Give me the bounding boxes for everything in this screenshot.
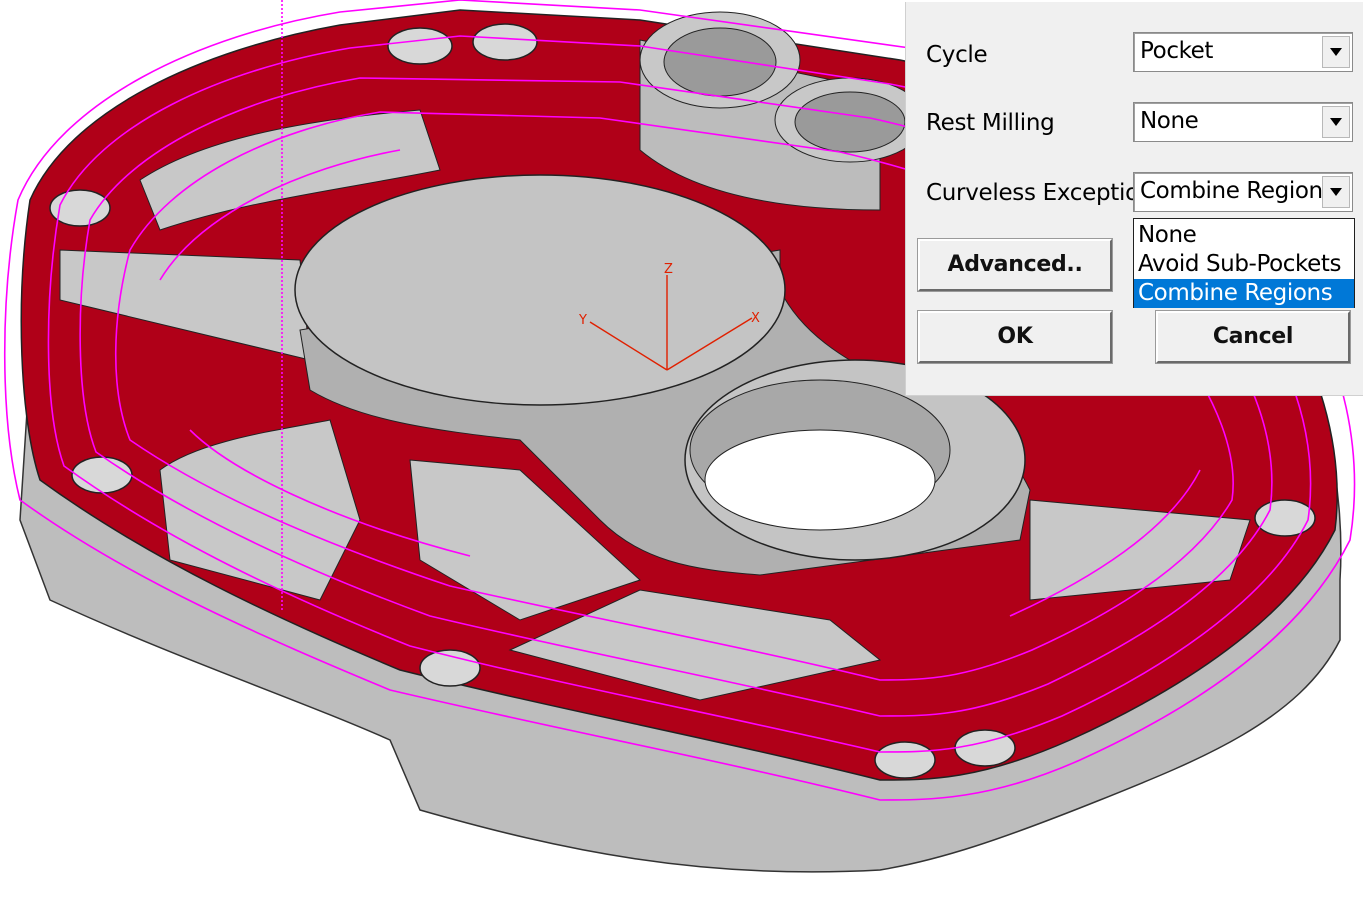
chevron-down-icon[interactable] [1322, 36, 1350, 68]
cycle-value: Pocket [1140, 38, 1214, 64]
dropdown-option-none[interactable]: None [1138, 222, 1197, 248]
rest-milling-label: Rest Milling [926, 110, 1055, 136]
curveless-exception-value: Combine Regions [1140, 178, 1335, 204]
advanced-button[interactable]: Advanced.. [917, 238, 1113, 292]
pocket-cycle-dialog: Cycle Pocket Rest Milling None Curveless… [905, 2, 1363, 396]
cycle-label: Cycle [926, 42, 988, 68]
chevron-down-icon[interactable] [1322, 176, 1350, 208]
cycle-select[interactable]: Pocket [1133, 32, 1353, 72]
axis-y-label: Y [578, 313, 587, 328]
part-pad-6 [1029, 499, 1251, 601]
rest-milling-select[interactable]: None [1133, 102, 1353, 142]
curveless-exception-label: Curveless Exception [926, 180, 1154, 206]
dropdown-option-avoid-sub-pockets[interactable]: Avoid Sub-Pockets [1138, 251, 1342, 277]
cancel-button[interactable]: Cancel [1155, 310, 1351, 364]
axis-triad [589, 275, 753, 371]
axis-z-label: Z [664, 262, 673, 277]
ok-button[interactable]: OK [917, 310, 1113, 364]
part-pad-5 [508, 589, 882, 701]
axis-x-label: X [751, 311, 760, 326]
curveless-exception-dropdown: None Avoid Sub-Pockets Combine Regions [1133, 218, 1355, 308]
dropdown-option-combine-regions[interactable]: Combine Regions [1134, 279, 1354, 308]
part-bore [704, 429, 936, 531]
curveless-exception-select[interactable]: Combine Regions [1133, 172, 1353, 212]
part-pad-4 [409, 459, 641, 621]
rest-milling-value: None [1140, 108, 1199, 134]
part-boss-top [294, 174, 786, 406]
chevron-down-icon[interactable] [1322, 106, 1350, 138]
